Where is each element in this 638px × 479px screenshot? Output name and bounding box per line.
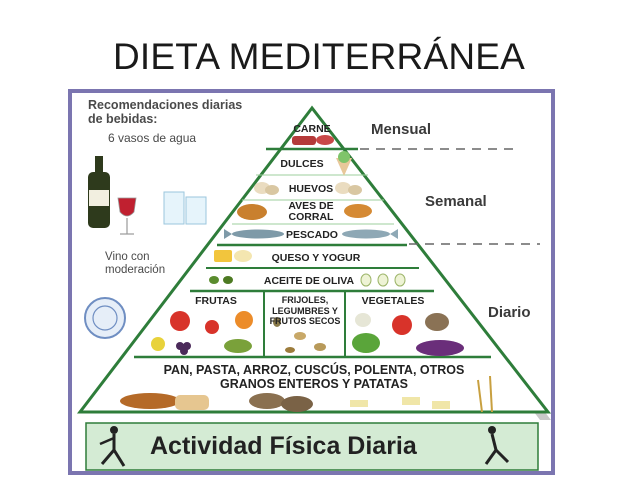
- level-vegetables: VEGETALES: [361, 295, 425, 307]
- level-olive-oil: ACEITE DE OLIVA: [263, 275, 355, 287]
- level-eggs: HUEVOS: [288, 183, 334, 195]
- level-meat: CARNE: [293, 123, 331, 135]
- level-sweets: DULCES: [280, 158, 324, 170]
- frequency-monthly: Mensual: [371, 121, 432, 138]
- frequency-weekly: Semanal: [425, 193, 487, 210]
- level-dairy: QUESO Y YOGUR: [271, 252, 361, 264]
- base-line-2: GRANOS ENTEROS Y PATATAS: [220, 377, 408, 391]
- level-fruits: FRUTAS: [195, 295, 237, 307]
- water-recommendation: 6 vasos de agua: [108, 131, 197, 145]
- slide-title: DIETA MEDITERRÁNEA: [112, 36, 526, 77]
- frequency-daily: Diario: [488, 304, 531, 321]
- pyramid-outline: [76, 105, 552, 414]
- physical-activity-banner: Actividad Física Diaria: [150, 432, 417, 460]
- level-legumes: FRIJOLES, LEGUMBRES Y FRUTOS SECOS: [269, 295, 341, 326]
- base-line-1: PAN, PASTA, ARROZ, CUSCÚS, POLENTA, OTRO…: [163, 363, 465, 377]
- level-fish: PESCADO: [286, 229, 338, 241]
- drinks-heading: Recomendaciones diarias de bebidas:: [88, 98, 243, 126]
- wine-recommendation: Vino con moderación: [105, 251, 166, 276]
- level-poultry: AVES DE CORRAL: [288, 200, 334, 223]
